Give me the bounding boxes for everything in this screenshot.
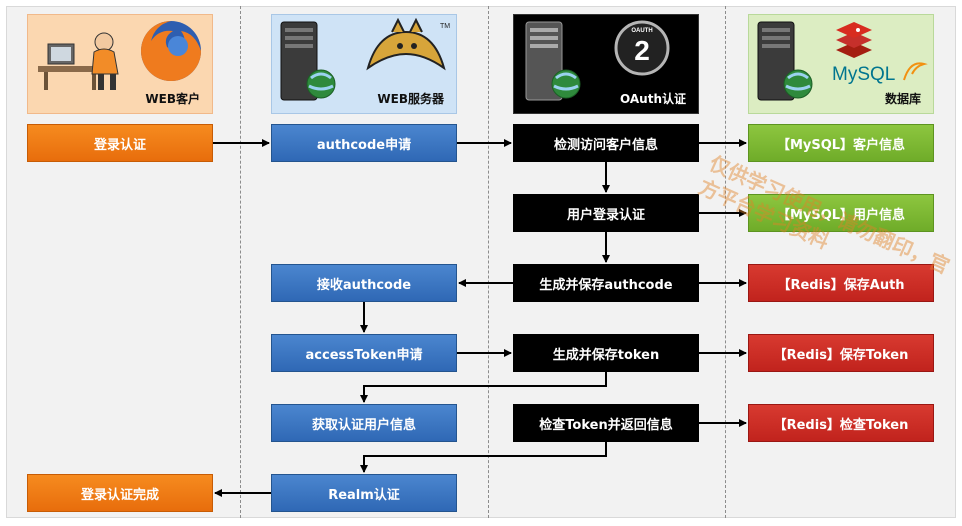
mysql-client-info-box[interactable]: 【MySQL】客户信息 (748, 124, 934, 162)
firefox-icon (141, 21, 201, 81)
user-login-auth-label: 用户登录认证 (566, 207, 645, 223)
redis-icon (836, 22, 872, 58)
check-token-return-box[interactable]: 检查Token并返回信息 (513, 404, 699, 442)
lane-divider-2 (488, 6, 489, 518)
realm-auth-label: Realm认证 (328, 487, 400, 503)
receive-authcode-label: 接收authcode (316, 277, 412, 293)
web-server-header-label: WEB服务器 (377, 92, 444, 106)
tomcat-tm-text: TM (440, 23, 450, 30)
oauth-header-label: OAuth认证 (620, 92, 686, 106)
lane-divider-1 (240, 6, 241, 518)
tomcat-icon: TM (366, 18, 450, 71)
redis-check-token-label: 【Redis】检查Token (773, 417, 909, 433)
authcode-request-box[interactable]: authcode申请 (271, 124, 457, 162)
mysql-logo-icon: MySQL (832, 62, 928, 85)
mysql-client-info-label: 【MySQL】客户信息 (776, 137, 906, 153)
oauth-server-icon (525, 21, 581, 101)
get-user-info-box[interactable]: 获取认证用户信息 (271, 404, 457, 442)
server-icon (280, 21, 336, 101)
arrow-gen-token-to-get-user-info (360, 372, 607, 403)
mysql-user-info-label: 【MySQL】用户信息 (776, 207, 906, 223)
gen-save-authcode-box[interactable]: 生成并保存authcode (513, 264, 699, 302)
get-user-info-label: 获取认证用户信息 (311, 417, 416, 433)
login-auth-box[interactable]: 登录认证 (27, 124, 213, 162)
oauth2-badge-icon: OAUTH 2 (614, 20, 670, 76)
realm-auth-box[interactable]: Realm认证 (271, 474, 457, 512)
check-client-info-label: 检测访问客户信息 (553, 137, 658, 153)
oauth-badge-text: OAUTH (631, 28, 652, 34)
redis-check-token-box[interactable]: 【Redis】检查Token (748, 404, 934, 442)
database-header-label: 数据库 (884, 92, 921, 106)
client-header-label: WEB客户 (145, 92, 200, 106)
gen-save-token-box[interactable]: 生成并保存token (513, 334, 699, 372)
redis-save-token-box[interactable]: 【Redis】保存Token (748, 334, 934, 372)
lane-divider-3 (725, 6, 726, 518)
db-server-icon (757, 21, 813, 101)
redis-save-auth-box[interactable]: 【Redis】保存Auth (748, 264, 934, 302)
check-client-info-box[interactable]: 检测访问客户信息 (513, 124, 699, 162)
arrow-check-token-to-realm (360, 442, 607, 473)
check-token-return-label: 检查Token并返回信息 (539, 417, 673, 433)
access-token-request-box[interactable]: accessToken申请 (271, 334, 457, 372)
oauth-badge-number: 2 (634, 35, 650, 66)
login-auth-label: 登录认证 (93, 137, 146, 153)
user-login-auth-box[interactable]: 用户登录认证 (513, 194, 699, 232)
access-token-request-label: accessToken申请 (305, 347, 423, 363)
gen-save-token-label: 生成并保存token (552, 347, 660, 363)
receive-authcode-box[interactable]: 接收authcode (271, 264, 457, 302)
redis-save-auth-label: 【Redis】保存Auth (777, 277, 905, 293)
login-complete-label: 登录认证完成 (80, 487, 159, 503)
office-worker-icon (38, 32, 119, 90)
redis-save-token-label: 【Redis】保存Token (773, 347, 909, 363)
mysql-logo-text: MySQL (832, 64, 895, 85)
gen-save-authcode-label: 生成并保存authcode (539, 277, 673, 293)
login-complete-box[interactable]: 登录认证完成 (27, 474, 213, 512)
authcode-request-label: authcode申请 (316, 137, 412, 153)
mysql-user-info-box[interactable]: 【MySQL】用户信息 (748, 194, 934, 232)
